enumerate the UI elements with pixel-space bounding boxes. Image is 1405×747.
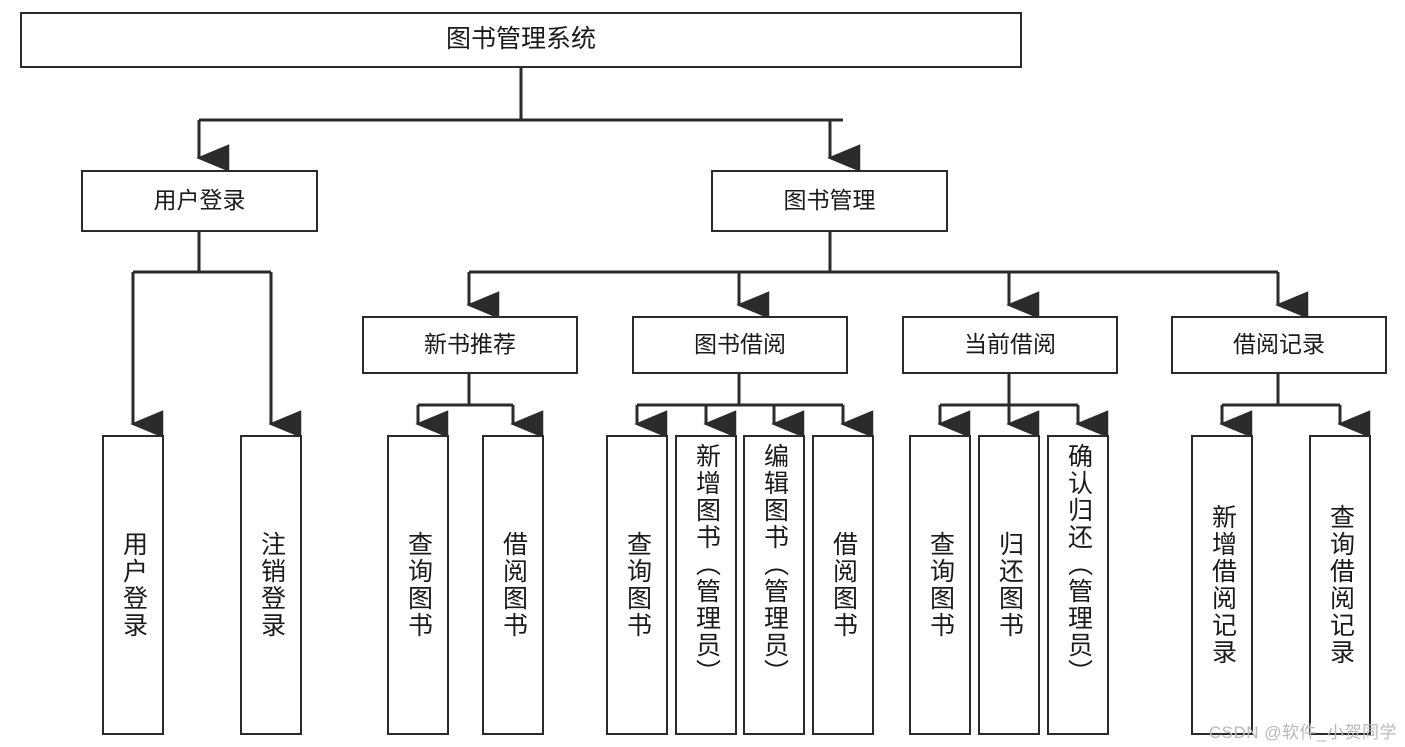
node-label: 新增借阅记录 <box>1208 504 1237 666</box>
leaf-borrow-borrow-book[interactable]: 借阅图书 <box>812 435 874 735</box>
node-label: 用户登录 <box>153 187 246 214</box>
node-book-management-system[interactable]: 图书管理系统 <box>20 12 1022 68</box>
node-label: 确认归还（管理员） <box>1064 443 1093 686</box>
leaf-newbook-borrow-book[interactable]: 借阅图书 <box>482 435 544 735</box>
node-label: 新书推荐 <box>424 331 516 358</box>
node-label: 图书管理系统 <box>445 25 596 54</box>
leaf-user-login-signout[interactable]: 注销登录 <box>240 435 302 735</box>
leaf-current-confirm-return-admin[interactable]: 确认归还（管理员） <box>1047 435 1109 735</box>
leaf-borrow-edit-book-admin[interactable]: 编辑图书（管理员） <box>743 435 805 735</box>
node-new-book-recommendation[interactable]: 新书推荐 <box>362 316 578 374</box>
node-label: 查询图书 <box>623 531 652 639</box>
leaf-records-add-record[interactable]: 新增借阅记录 <box>1191 435 1253 735</box>
node-label: 当前借阅 <box>964 331 1056 358</box>
node-label: 编辑图书（管理员） <box>760 443 789 686</box>
leaf-newbook-query-book[interactable]: 查询图书 <box>387 435 449 735</box>
node-label: 查询图书 <box>404 531 433 639</box>
leaf-records-query-record[interactable]: 查询借阅记录 <box>1309 435 1371 735</box>
node-label: 借阅图书 <box>499 531 528 639</box>
node-book-management[interactable]: 图书管理 <box>711 170 948 232</box>
node-label: 图书借阅 <box>694 331 786 358</box>
leaf-user-login-signin[interactable]: 用户登录 <box>102 435 164 735</box>
leaf-borrow-add-book-admin[interactable]: 新增图书（管理员） <box>675 435 737 735</box>
node-label: 图书管理 <box>783 187 876 214</box>
node-book-borrowing[interactable]: 图书借阅 <box>632 316 848 374</box>
node-label: 查询图书 <box>926 531 955 639</box>
node-label: 注销登录 <box>257 531 286 639</box>
node-label: 借阅图书 <box>829 531 858 639</box>
node-user-login[interactable]: 用户登录 <box>81 170 318 232</box>
node-label: 归还图书 <box>995 531 1024 639</box>
node-current-borrowing[interactable]: 当前借阅 <box>902 316 1118 374</box>
leaf-current-query-book[interactable]: 查询图书 <box>909 435 971 735</box>
node-label: 查询借阅记录 <box>1326 504 1355 666</box>
node-borrow-records[interactable]: 借阅记录 <box>1171 316 1387 374</box>
node-label: 借阅记录 <box>1233 331 1325 358</box>
leaf-borrow-query-book[interactable]: 查询图书 <box>606 435 668 735</box>
leaf-current-return-book[interactable]: 归还图书 <box>978 435 1040 735</box>
node-label: 新增图书（管理员） <box>692 443 721 686</box>
node-label: 用户登录 <box>119 531 148 639</box>
csdn-watermark: CSDN @软件_小贺同学 <box>1208 723 1397 742</box>
